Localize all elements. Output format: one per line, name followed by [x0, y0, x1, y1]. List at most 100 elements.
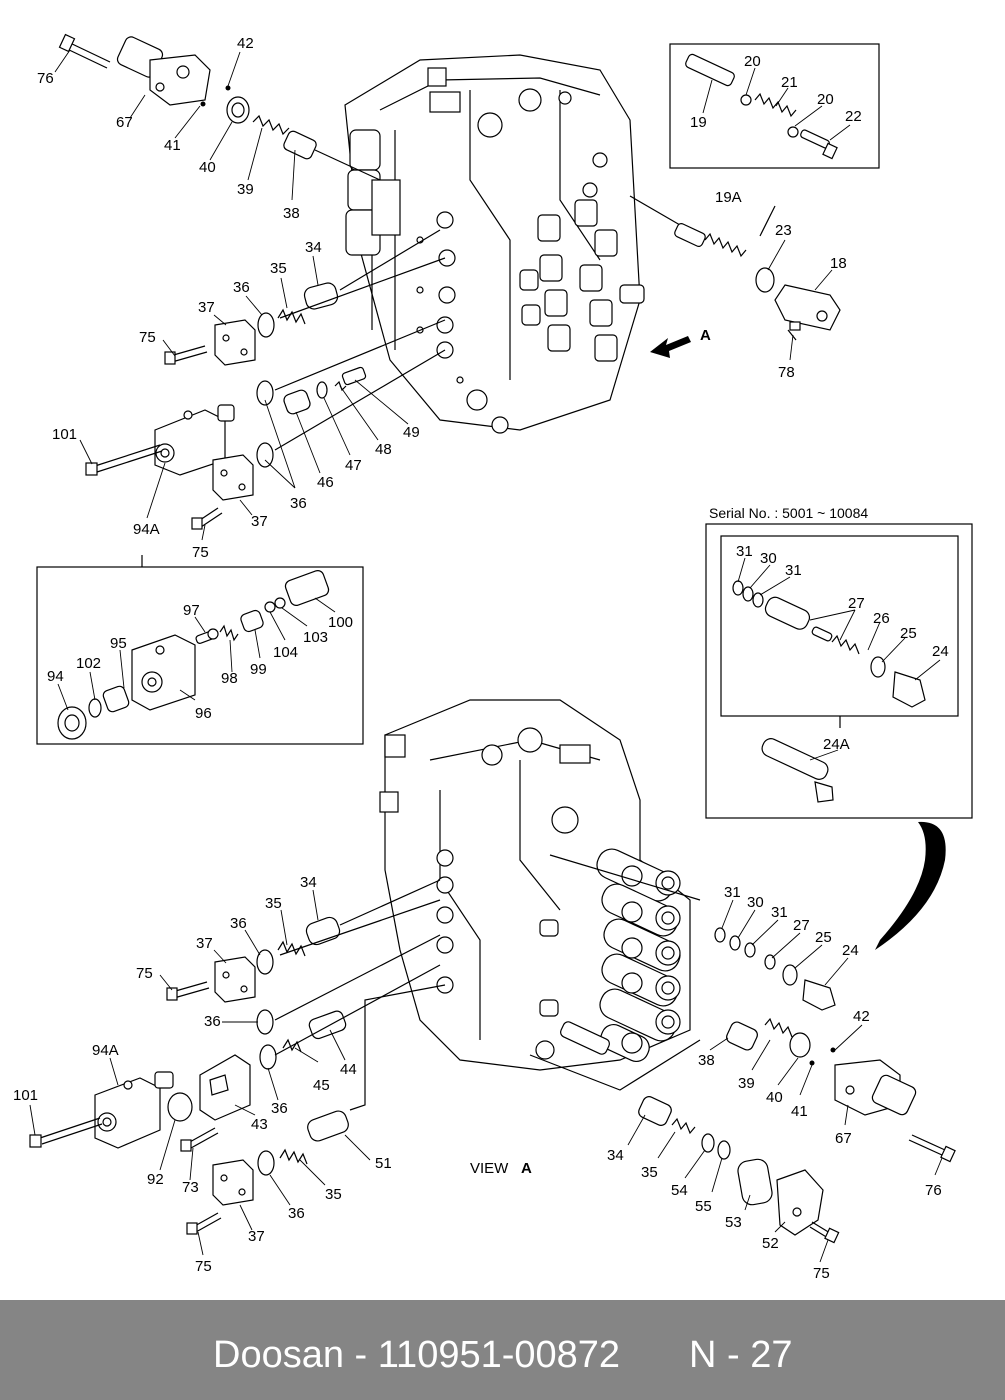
callout: 19	[690, 114, 707, 131]
view-label: VIEW	[470, 1160, 509, 1177]
callout: 36	[290, 495, 307, 512]
callout: 75	[192, 544, 209, 561]
callout: 31	[785, 562, 802, 579]
callout: 39	[738, 1075, 755, 1092]
callout: 94A	[133, 521, 160, 538]
diagram-canvas: 76 67 42 41 40 39 38 34 35 36 37 75 101 …	[13, 33, 973, 1282]
callout: 31	[736, 543, 753, 560]
callout: 36	[204, 1013, 221, 1030]
view-letter: A	[521, 1160, 532, 1177]
part-number: Doosan - 110951-00872	[213, 1334, 621, 1376]
callout: 35	[265, 895, 282, 912]
callout: 42	[237, 35, 254, 52]
upper-right-parts	[629, 43, 880, 358]
callout: 76	[37, 70, 54, 87]
view-arrow	[875, 821, 946, 950]
callout: 38	[698, 1052, 715, 1069]
callout: 37	[198, 299, 215, 316]
inset-serial	[705, 523, 973, 819]
callout: 98	[221, 670, 238, 687]
callout: 34	[300, 874, 317, 891]
callout: 37	[248, 1228, 265, 1245]
callout: 36	[288, 1205, 305, 1222]
inset-94a	[36, 555, 364, 745]
exploded-parts-diagram: 76 67 42 41 40 39 38 34 35 36 37 75 101 …	[13, 33, 973, 1282]
callout: 73	[182, 1179, 199, 1196]
callout: 27	[793, 917, 810, 934]
callout: 43	[251, 1116, 268, 1133]
callout: 67	[835, 1130, 852, 1147]
callout: 34	[607, 1147, 624, 1164]
callout: 96	[195, 705, 212, 722]
callout: 94	[47, 668, 64, 685]
callout: 44	[340, 1061, 357, 1078]
callout: 30	[760, 550, 777, 567]
callout: 31	[724, 884, 741, 901]
upper-valve-body	[344, 54, 645, 434]
callout: 41	[791, 1103, 808, 1120]
callout: 20	[744, 53, 761, 70]
footer-bar: Doosan - 110951-00872 N - 27	[0, 1300, 1005, 1400]
callout: 47	[345, 457, 362, 474]
callout: 20	[817, 91, 834, 108]
callout: 54	[671, 1182, 688, 1199]
callout: 103	[303, 629, 328, 646]
callout: 48	[375, 441, 392, 458]
callout: 34	[305, 239, 322, 256]
callout: 18	[830, 255, 847, 272]
callout: 97	[183, 602, 200, 619]
callout: 35	[641, 1164, 658, 1181]
callout: 101	[13, 1087, 38, 1104]
callout: 38	[283, 205, 300, 222]
callout: 37	[251, 513, 268, 530]
callout: 41	[164, 137, 181, 154]
callout: 30	[747, 894, 764, 911]
callout: 24A	[823, 736, 850, 753]
callout: 35	[270, 260, 287, 277]
callout: 19A	[715, 189, 742, 206]
callout: 22	[845, 108, 862, 125]
callout: 76	[925, 1182, 942, 1199]
callout: 92	[147, 1171, 164, 1188]
callout: 46	[317, 474, 334, 491]
arrow-label: A	[700, 327, 711, 344]
callout: 24	[842, 942, 859, 959]
lower-valve-body	[379, 699, 701, 1091]
callout: 101	[52, 426, 77, 443]
callout: 104	[273, 644, 298, 661]
lower-left-parts	[29, 879, 446, 1235]
lower-right-parts	[638, 927, 956, 1244]
callout: 49	[403, 424, 420, 441]
callout: 75	[139, 329, 156, 346]
callout: 21	[781, 74, 798, 91]
callout: 24	[932, 643, 949, 660]
callout: 36	[230, 915, 247, 932]
callout: 102	[76, 655, 101, 672]
callout: 45	[313, 1077, 330, 1094]
callout: 55	[695, 1198, 712, 1215]
callout: 67	[116, 114, 133, 131]
callout: 52	[762, 1235, 779, 1252]
callout: 94A	[92, 1042, 119, 1059]
callout-labels: 76 67 42 41 40 39 38 34 35 36 37 75 101 …	[13, 35, 949, 1282]
callout: 40	[199, 159, 216, 176]
callout: 99	[250, 661, 267, 678]
callout: 53	[725, 1214, 742, 1231]
callout: 36	[271, 1100, 288, 1117]
serial-note: Serial No. : 5001 ~ 10084	[709, 505, 868, 521]
callout: 40	[766, 1089, 783, 1106]
callout: 27	[848, 595, 865, 612]
callout: 75	[136, 965, 153, 982]
callout: 39	[237, 181, 254, 198]
callout: 51	[375, 1155, 392, 1172]
callout: 35	[325, 1186, 342, 1203]
callout: 31	[771, 904, 788, 921]
callout: 37	[196, 935, 213, 952]
callout: 75	[813, 1265, 830, 1282]
callout: 75	[195, 1258, 212, 1275]
callout: 100	[328, 614, 353, 631]
callout: 23	[775, 222, 792, 239]
upper-left-parts	[58, 33, 446, 530]
callout: 78	[778, 364, 795, 381]
callout: 25	[900, 625, 917, 642]
